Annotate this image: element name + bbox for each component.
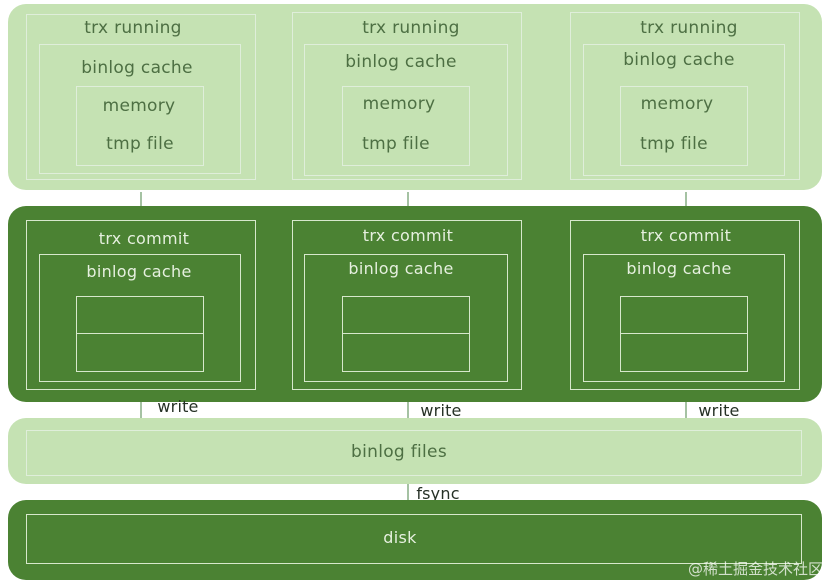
commit-binlog-cache-label-1: binlog cache bbox=[86, 262, 192, 281]
trx-commit-band bbox=[8, 206, 822, 402]
binlog-cache-label-3: binlog cache bbox=[623, 50, 735, 70]
write-label-3: write bbox=[698, 401, 740, 420]
trx-commit-label-3: trx commit bbox=[640, 226, 732, 245]
tmp-file-label-2: tmp file bbox=[362, 134, 430, 154]
trx-running-label-1: trx running bbox=[84, 18, 182, 38]
write-label-2: write bbox=[420, 401, 462, 420]
commit-memory-box-2 bbox=[342, 296, 470, 372]
commit-memory-box-1 bbox=[76, 296, 204, 372]
commit-binlog-cache-box-2 bbox=[304, 254, 508, 382]
commit-binlog-cache-box-3 bbox=[583, 254, 785, 382]
tmp-file-label-1: tmp file bbox=[106, 134, 174, 154]
trx-running-box-1 bbox=[26, 14, 256, 180]
commit-cache-divider-2 bbox=[343, 333, 469, 334]
trx-running-label-3: trx running bbox=[640, 18, 738, 38]
trx-running-box-2 bbox=[292, 12, 522, 180]
binlog-cache-box-1 bbox=[39, 44, 241, 174]
trx-commit-box-1 bbox=[26, 220, 256, 390]
binlog-cache-label-1: binlog cache bbox=[81, 58, 193, 78]
commit-binlog-cache-label-2: binlog cache bbox=[348, 259, 454, 278]
memory-box-3 bbox=[620, 86, 748, 166]
trx-running-band bbox=[8, 4, 822, 190]
trx-running-box-3 bbox=[570, 12, 800, 180]
trx-commit-box-3 bbox=[570, 220, 800, 390]
fsync-label: fsync bbox=[416, 484, 460, 503]
commit-binlog-cache-label-3: binlog cache bbox=[626, 259, 732, 278]
memory-box-1 bbox=[76, 86, 204, 166]
write-label-1: write bbox=[157, 397, 199, 416]
disk-box bbox=[26, 514, 802, 564]
binlog-files-band bbox=[8, 418, 822, 484]
tmp-file-label-3: tmp file bbox=[640, 134, 708, 154]
trx-commit-label-1: trx commit bbox=[98, 229, 190, 248]
binlog-files-box bbox=[26, 430, 802, 476]
disk-band bbox=[8, 500, 822, 580]
binlog-cache-box-3 bbox=[583, 44, 785, 176]
trx-commit-label-2: trx commit bbox=[362, 226, 454, 245]
memory-label-1: memory bbox=[102, 96, 176, 116]
memory-label-2: memory bbox=[362, 94, 436, 114]
trx-running-label-2: trx running bbox=[362, 18, 460, 38]
memory-label-3: memory bbox=[640, 94, 714, 114]
memory-box-2 bbox=[342, 86, 470, 166]
disk-label: disk bbox=[383, 528, 417, 547]
binlog-cache-label-2: binlog cache bbox=[345, 52, 457, 72]
watermark-text: @稀土掘金技术社区 bbox=[687, 560, 823, 578]
commit-memory-box-3 bbox=[620, 296, 748, 372]
commit-cache-divider-3 bbox=[621, 333, 747, 334]
commit-binlog-cache-box-1 bbox=[39, 254, 241, 382]
binlog-files-label: binlog files bbox=[351, 442, 447, 462]
commit-cache-divider-1 bbox=[77, 333, 203, 334]
trx-commit-box-2 bbox=[292, 220, 522, 390]
binlog-cache-box-2 bbox=[304, 44, 508, 176]
